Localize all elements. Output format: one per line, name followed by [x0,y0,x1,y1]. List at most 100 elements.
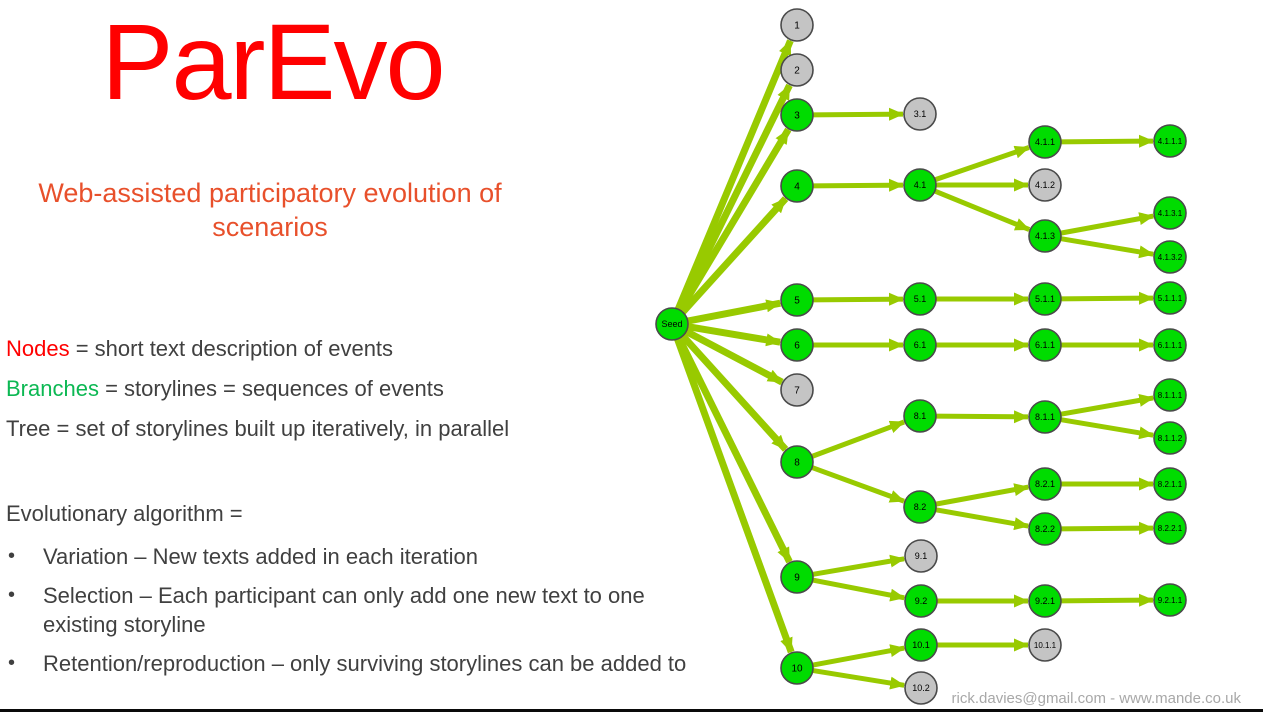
tree-edge-Seed-to-4 [678,196,789,316]
tree-edge-8.1-to-8.1.1 [933,410,1029,424]
tree-node-5: 5 [780,283,814,317]
tree-edge-8.2-to-8.2.1 [933,483,1030,507]
tree-node-label: 4.1.1 [1035,137,1055,147]
tree-node-label: 6.1.1 [1035,340,1055,350]
tree-edge-8.2.2-to-8.2.2.1 [1058,521,1154,535]
tree-node-label: 5.1 [914,294,927,304]
tree-edge-4.1-to-4.1.3 [932,187,1031,232]
tree-node-4.1.1: 4.1.1 [1028,125,1062,159]
tree-node-label: 9.2.1 [1035,596,1055,606]
tree-node-8.1.1.2: 8.1.1.2 [1153,421,1187,455]
subtitle-line-1: Web-assisted participatory evolution of [38,178,502,208]
tree-node-label: 1 [794,21,800,32]
tree-node-8.1.1.1: 8.1.1.1 [1153,378,1187,412]
tree-node-label: 5.1.1.1 [1158,294,1183,303]
tree-edge-5.1.1-to-5.1.1.1 [1058,291,1154,305]
tree-node-8.1: 8.1 [903,399,937,433]
tree-node-label: 6.1 [914,340,927,350]
tree-node-label: 3.1 [914,109,927,119]
tree-node-4.1.3.1: 4.1.3.1 [1153,196,1187,230]
definition-text: = set of storylines built up iteratively… [50,416,510,441]
tree-node-circle [903,490,937,524]
subtitle-line-2: scenarios [212,212,328,242]
tree-node-circle [1028,328,1062,362]
tree-node-circle [780,445,814,479]
tree-node-circle [903,168,937,202]
tree-node-circle [904,584,938,618]
tree-node-3: 3 [780,98,814,132]
tree-node-circle [1153,511,1187,545]
tree-node-8.1.1: 8.1.1 [1028,400,1062,434]
tree-node-label: 6.1.1.1 [1158,341,1183,350]
tree-edges [673,39,1155,690]
tree-node-label: 4.1.1.1 [1158,137,1183,146]
tree-node-label: 8.2 [914,502,927,512]
tree-node-9.2.1.1: 9.2.1.1 [1153,583,1187,617]
tree-node-8.2.1: 8.2.1 [1028,467,1062,501]
tree-node-circle [1153,281,1187,315]
tree-node-9: 9 [780,560,814,594]
tree-node-label: 10 [791,664,803,675]
tree-node-circle [904,539,938,573]
tree-node-circle [1153,583,1187,617]
tree-node-9.2.1: 9.2.1 [1028,584,1062,618]
tree-edge-8-to-8.1 [809,419,906,460]
tree-node-label: 8.2.1.1 [1158,480,1183,489]
tree-edge-Seed-to-6 [685,322,782,347]
tree-node-circle [1028,400,1062,434]
tree-node-5.1.1: 5.1.1 [1028,282,1062,316]
definition-line-nodes: Nodes = short text description of events [6,337,696,361]
tree-node-label: 6 [794,341,800,352]
tree-node-7: 7 [780,373,814,407]
tree-node-circle [903,97,937,131]
tree-node-circle [1153,467,1187,501]
tree-node-label: 8.2.2.1 [1158,524,1183,533]
definition-line-tree: Tree = set of storylines built up iterat… [6,417,696,441]
tree-node-label: 8 [794,458,800,469]
tree-node-label: 8.1.1.1 [1158,391,1183,400]
tree-node-label: 8.2.1 [1035,479,1055,489]
bullet-item: Variation – New texts added in each iter… [6,542,698,571]
tree-node-3.1: 3.1 [903,97,937,131]
tree-edge-4.1.3-to-4.1.3.1 [1058,212,1155,236]
tree-node-label: 4.1.3.1 [1158,209,1183,218]
tree-node-4.1: 4.1 [903,168,937,202]
bullet-item: Retention/reproduction – only surviving … [6,649,698,678]
tree-node-circle [1028,125,1062,159]
tree-edge-4-to-4.1 [810,178,904,192]
tree-edge-Seed-to-2 [675,83,793,313]
definition-term: Nodes [6,336,70,361]
tree-edge-10-to-10.1 [810,644,906,668]
tree-edge-8-to-8.2 [809,464,905,504]
algorithm-heading: Evolutionary algorithm = [6,501,243,526]
tree-edge-Seed-to-10 [673,336,795,654]
tree-node-circle [780,169,814,203]
tree-node-circle [1028,282,1062,316]
tree-node-circle [1153,240,1187,274]
tree-node-label: 2 [794,66,800,77]
tree-edge-8.2-to-8.2.2 [933,506,1030,531]
tree-edge-4.1.1-to-4.1.1.1 [1058,134,1154,148]
tree-node-6.1.1: 6.1.1 [1028,328,1062,362]
tree-node-circle [780,8,814,42]
tree-node-circle [903,399,937,433]
tree-node-8.2: 8.2 [903,490,937,524]
tree-node-4.1.3.2: 4.1.3.2 [1153,240,1187,274]
tree-node-6: 6 [780,328,814,362]
tree-node-circle [1153,328,1187,362]
subtitle: Web-assisted participatory evolution of … [0,176,540,244]
tree-node-label: 8.2.2 [1035,524,1055,534]
tree-node-circle [780,373,814,407]
definition-text: = storylines = sequences of events [98,376,444,401]
tree-edge-9.2.1-to-9.2.1.1 [1058,593,1154,607]
tree-node-4.1.2: 4.1.2 [1028,168,1062,202]
tree-edge-4.1-to-4.1.1 [932,145,1030,183]
tree-node-5.1: 5.1 [903,282,937,316]
tree-node-circle [1028,467,1062,501]
tree-node-circle [1028,512,1062,546]
definition-line-branches: Branches = storylines = sequences of eve… [6,377,696,401]
tree-node-8.2.2.1: 8.2.2.1 [1153,511,1187,545]
tree-node-circle [903,282,937,316]
tree-node-label: 8.1.1 [1035,412,1055,422]
